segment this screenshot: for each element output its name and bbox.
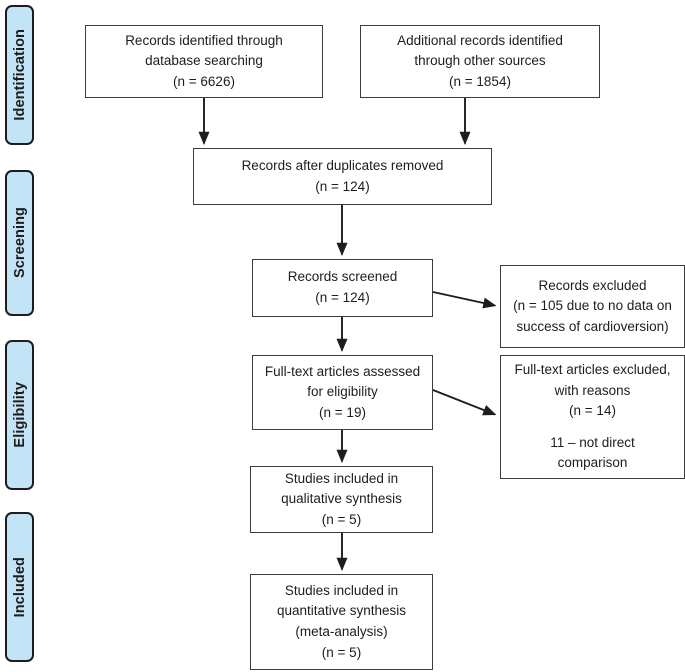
- box-count: (n = 14): [569, 403, 616, 419]
- box-additional-records-other-sources: Additional records identified through ot…: [360, 25, 600, 98]
- stage-tab-identification: Identification: [5, 5, 34, 145]
- box-line: for eligibility: [307, 384, 378, 400]
- box-line: Full-text articles excluded,: [514, 362, 671, 378]
- stage-tab-identification-label: Identification: [11, 29, 28, 121]
- box-count: (n = 1854): [449, 73, 511, 89]
- box-line: (meta-analysis): [295, 624, 388, 639]
- box-line: Additional records identified: [397, 32, 563, 48]
- box-records-after-duplicates-removed: Records after duplicates removed (n = 12…: [193, 148, 492, 205]
- box-line: Studies included in: [284, 582, 399, 598]
- stage-tab-screening: Screening: [5, 170, 34, 316]
- box-line: quantitative synthesis: [276, 603, 407, 619]
- box-count: (n = 124): [315, 290, 370, 305]
- box-count: (n = 5): [321, 511, 362, 527]
- box-studies-qualitative-synthesis: Studies included in qualitative synthesi…: [250, 466, 433, 533]
- box-line: Records after duplicates removed: [241, 157, 444, 173]
- box-line: Records excluded: [538, 277, 647, 293]
- box-line: Full-text articles assessed: [264, 363, 421, 379]
- box-line: through other sources: [414, 53, 546, 69]
- stage-tab-screening-label: Screening: [11, 207, 28, 279]
- box-line: (n = 105 due to no data on: [513, 298, 672, 314]
- box-line: success of cardioversion): [516, 318, 669, 334]
- stage-tab-eligibility-label: Eligibility: [11, 382, 28, 448]
- box-line: qualitative synthesis: [281, 491, 402, 507]
- connector-fulltext-to-excluded: [432, 389, 497, 416]
- box-line: Records screened: [287, 269, 398, 285]
- box-full-text-articles-assessed: Full-text articles assessed for eligibil…: [252, 355, 433, 430]
- box-studies-quantitative-synthesis: Studies included in quantitative synthes…: [250, 574, 433, 670]
- box-count: (n = 19): [319, 404, 366, 420]
- connector-screened-to-excluded: [432, 291, 497, 309]
- box-count: (n = 124): [315, 178, 370, 194]
- stage-tab-eligibility: Eligibility: [5, 340, 34, 490]
- box-count: (n = 5): [321, 644, 362, 660]
- box-line: Records identified through: [125, 32, 283, 48]
- box-records-identified-database: Records identified through database sear…: [85, 25, 323, 98]
- box-count: (n = 6626): [173, 73, 235, 89]
- box-line: database searching: [145, 53, 263, 69]
- box-full-text-articles-excluded: Full-text articles excluded, with reason…: [500, 355, 685, 479]
- box-records-excluded: Records excluded (n = 105 due to no data…: [500, 265, 685, 348]
- box-reason-line: 11 – not direct: [550, 434, 635, 450]
- box-reason-line: comparison: [557, 455, 628, 471]
- box-line: Studies included in: [284, 470, 399, 486]
- box-records-screened: Records screened (n = 124): [252, 259, 433, 317]
- stage-tab-included: Included: [5, 512, 34, 662]
- stage-tab-included-label: Included: [11, 556, 28, 618]
- box-line: with reasons: [554, 382, 631, 398]
